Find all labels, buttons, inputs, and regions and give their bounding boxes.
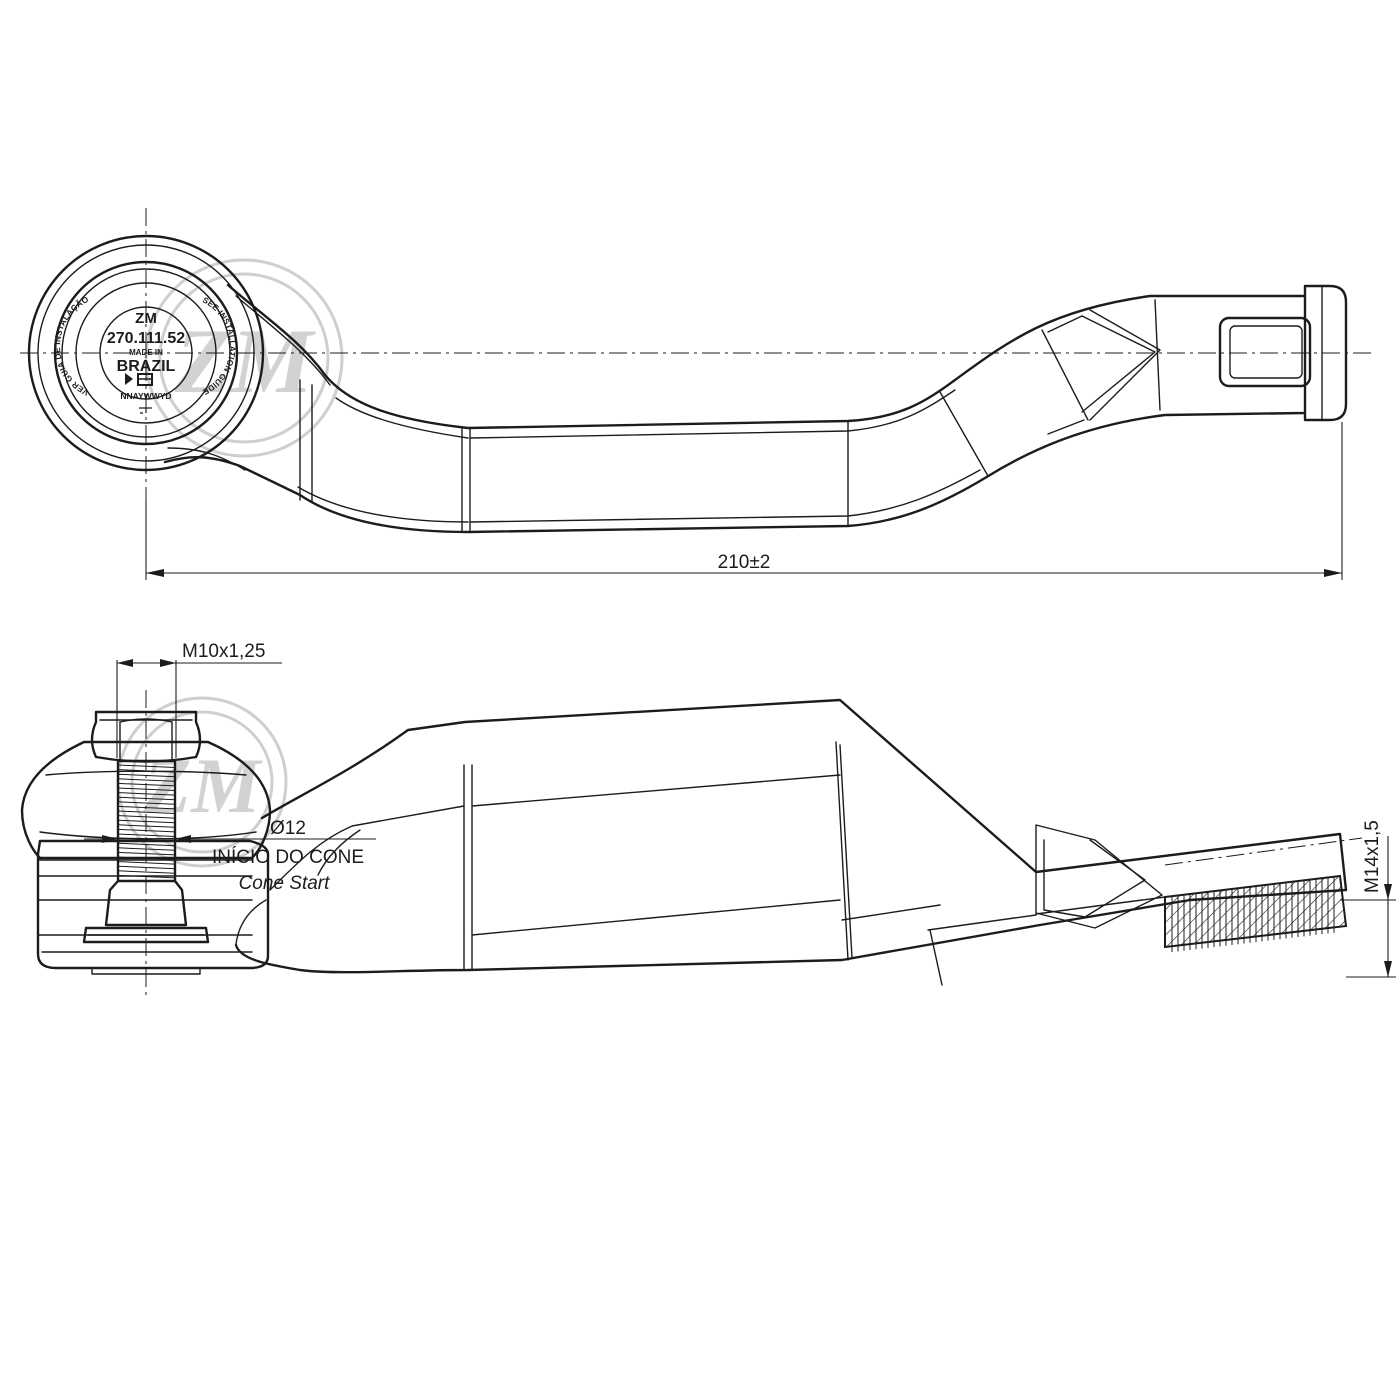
stud-thread-line [117,865,176,870]
stud-thread-label: M10x1,25 [182,641,265,662]
stud-thread-line [117,805,176,810]
tube-thread-label: M14x1,5 [1362,820,1383,893]
stud-thread-line [117,764,176,768]
stud-thread-line [117,847,176,851]
stamp-brand: ZM [135,310,157,327]
stud-thread-line [117,842,176,847]
stud-thread-line [117,815,176,819]
side-view-arm-outline [234,698,1348,974]
stamp-part-number: 270.111.52 [107,330,185,347]
stud-thread-line [117,861,176,865]
stud-cone [104,879,188,927]
stamp-symbol [139,407,152,414]
top-view-slot [1218,316,1312,388]
tube-centerline [1164,837,1363,866]
tube-thread-dimension: M14x1,5 [1340,820,1396,978]
cone-diameter-label: Ø12 [270,818,306,839]
tube-thread-lines [1171,876,1335,953]
overall-length-label: 210±2 [718,552,771,573]
stud-thread-line [117,833,176,837]
stamp-date-code: NNAYWWYD [120,391,171,401]
stud-thread-line [117,810,176,814]
stud-thread-line [117,773,176,778]
side-view: M10x1,25 Ø12 INÍCIO DO CONE Cone Start [20,641,1396,995]
cone-start-label-en: Cone Start [239,873,331,894]
stud-thread-line [117,796,176,801]
dust-boot [20,740,272,860]
top-view-arm-outline [163,283,1307,534]
stud-thread-line [117,824,176,828]
stud-thread-line [117,828,176,833]
top-view-housing-outer [27,234,265,472]
stud-thread-line [117,851,176,856]
stud-thread-line [117,870,176,874]
stud-thread-line [117,787,176,791]
stud-thread-line [117,792,176,796]
stud-thread-line [117,778,176,782]
overall-length-dimension: 210±2 [145,422,1343,580]
play-icon [125,373,133,385]
stamp-made-in: MADE IN [129,348,163,357]
stud-threads [116,759,177,883]
stud-thread-line [117,801,176,805]
stamp-country: BRAZIL [117,358,176,375]
stud-thread-line [117,819,176,824]
stud-thread-lines [117,764,176,879]
stud-thread-line [117,782,176,787]
